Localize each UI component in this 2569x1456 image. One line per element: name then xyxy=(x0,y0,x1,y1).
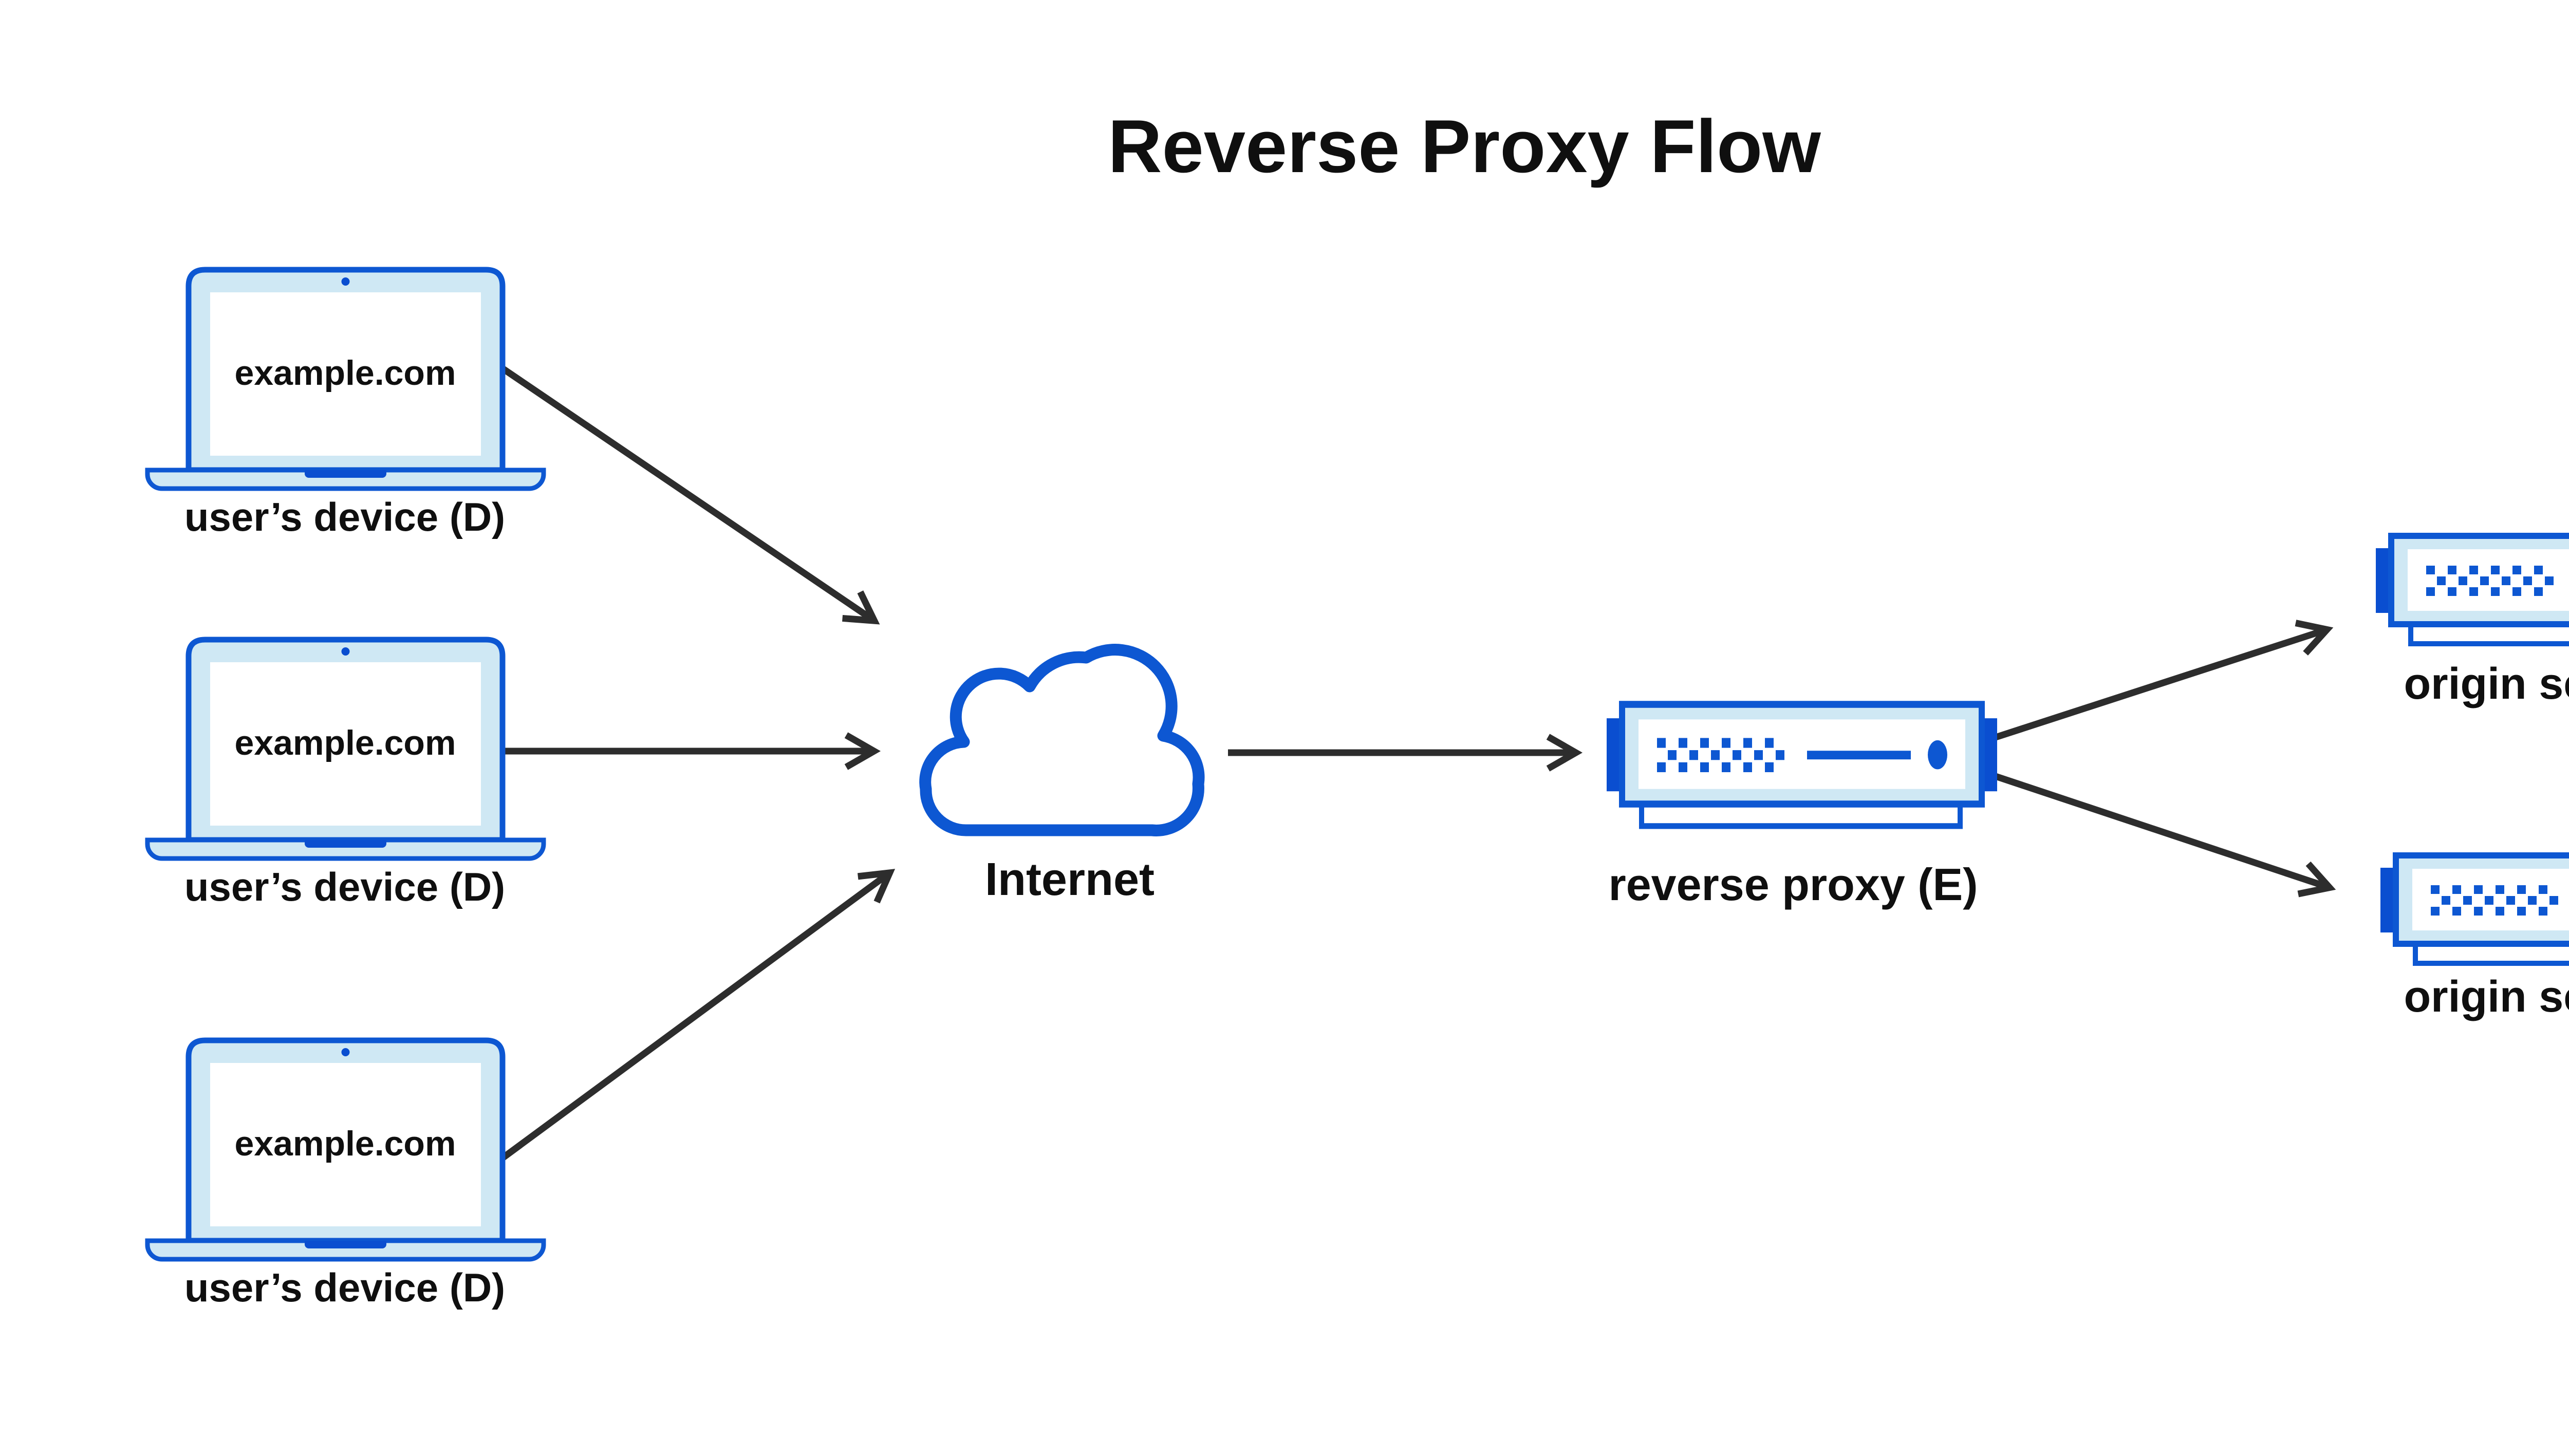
origin-server-caption: origin server (F) xyxy=(2404,972,2569,1021)
origin-server-caption: origin server (F) xyxy=(2404,659,2569,708)
reverse-proxy-icon xyxy=(1607,704,1997,826)
arrow-device1-to-internet xyxy=(499,364,880,625)
origin-server-icon xyxy=(2380,855,2569,963)
user-device-1-node: user’s device (D) xyxy=(147,270,544,539)
reverse-proxy-caption: reverse proxy (E) xyxy=(1608,859,1978,910)
user-device-caption: user’s device (D) xyxy=(184,864,505,909)
internet-cloud-icon xyxy=(919,644,1205,836)
arrow-proxy-to-origin2 xyxy=(1991,772,2336,898)
diagram-title: Reverse Proxy Flow xyxy=(1108,104,1821,188)
arrow-device3-to-internet xyxy=(496,869,896,1164)
internet-caption: Internet xyxy=(985,854,1155,905)
origin-server-icon xyxy=(2376,536,2569,644)
laptop-icon xyxy=(147,270,544,489)
user-device-caption: user’s device (D) xyxy=(184,494,505,539)
user-device-2-node: user’s device (D) xyxy=(147,640,544,909)
user-device-3-node: user’s device (D) xyxy=(147,1040,544,1310)
flow-arrows xyxy=(496,364,2336,1164)
user-device-caption: user’s device (D) xyxy=(184,1265,505,1310)
reverse-proxy-node: reverse proxy (E) xyxy=(1607,704,1997,910)
origin-server-1-node: origin server (F) xyxy=(2376,536,2569,708)
laptop-icon xyxy=(147,1040,544,1259)
laptop-icon xyxy=(147,640,544,858)
origin-server-2-node: origin server (F) xyxy=(2380,855,2569,1021)
internet-node: Internet xyxy=(919,644,1205,905)
arrow-proxy-to-origin1 xyxy=(1991,620,2334,742)
